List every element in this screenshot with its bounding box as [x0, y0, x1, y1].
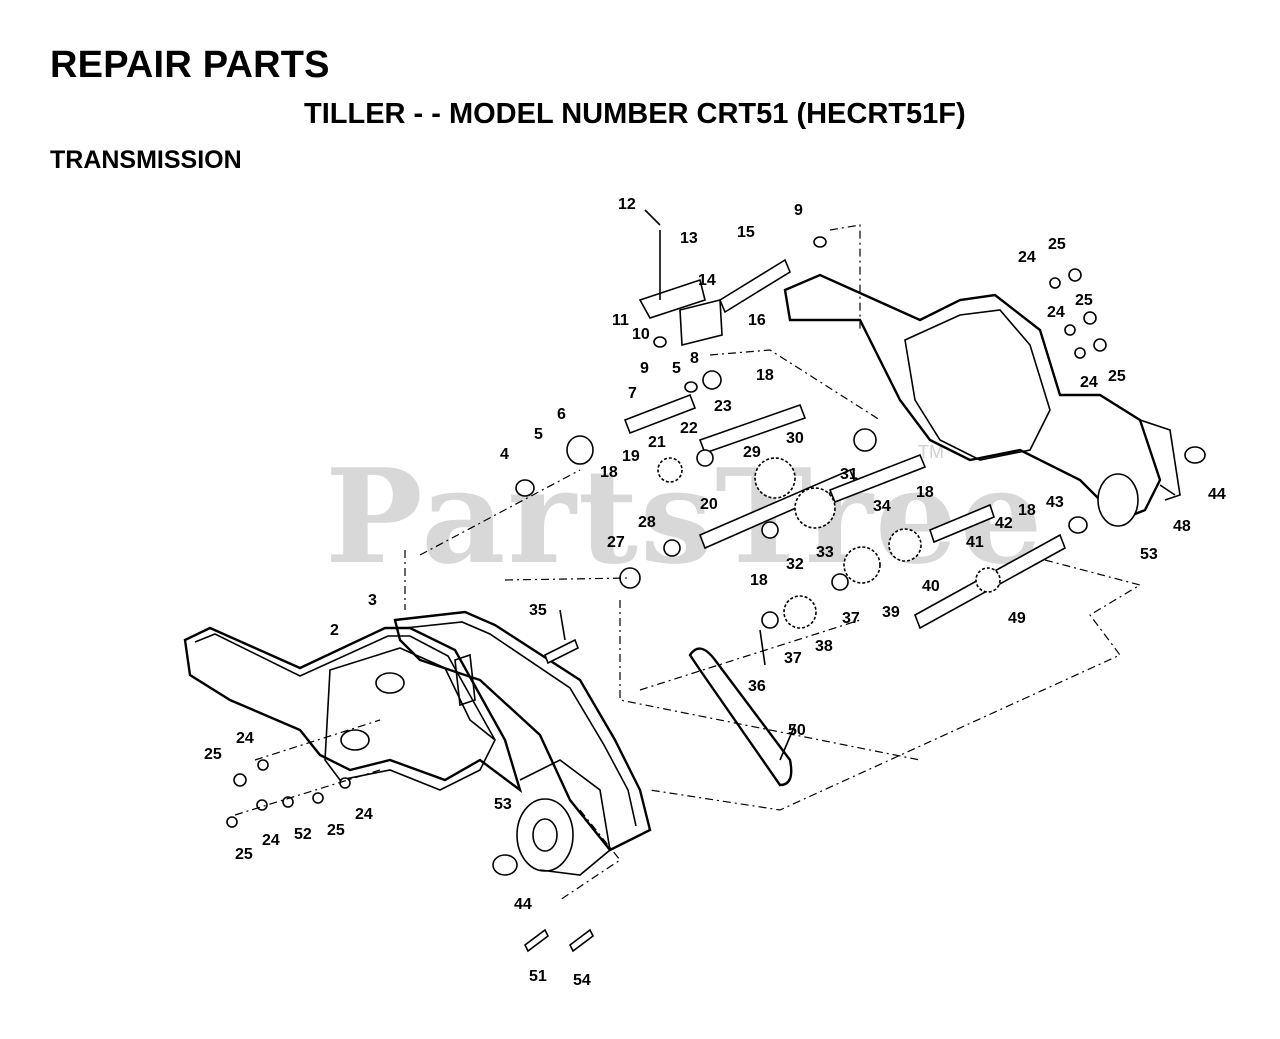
callout-18e: 18: [1018, 502, 1036, 519]
callout-44: 44: [1208, 486, 1226, 503]
callout-53: 53: [1140, 546, 1158, 563]
callout-50: 50: [788, 722, 806, 739]
callout-53b: 53: [494, 796, 512, 813]
callout-4: 4: [500, 446, 509, 463]
callout-52: 52: [294, 826, 312, 843]
callout-41: 41: [966, 534, 984, 551]
callout-36: 36: [748, 678, 766, 695]
callout-27: 27: [607, 534, 625, 551]
callout-11: 11: [612, 312, 629, 329]
watermark-trademark: TM: [918, 442, 944, 462]
callout-18: 18: [756, 367, 774, 384]
callout-10: 10: [632, 326, 650, 343]
callout-7: 7: [628, 385, 637, 402]
callout-32: 32: [786, 556, 804, 573]
callout-18d: 18: [750, 572, 768, 589]
callout-13: 13: [680, 230, 698, 247]
callout-18c: 18: [916, 484, 934, 501]
callout-16: 16: [748, 312, 766, 329]
right-housing: [783, 273, 1206, 527]
callout-24f: 24: [262, 832, 280, 849]
left-pulley: [492, 759, 611, 876]
fasteners: [226, 268, 1107, 953]
left-housing: [183, 626, 523, 794]
leader-lines: [559, 209, 1176, 761]
callout-9b: 9: [640, 360, 649, 377]
callout-3: 3: [368, 592, 377, 609]
model-subtitle: TILLER - - MODEL NUMBER CRT51 (HECRT51F): [304, 98, 966, 130]
callout-35: 35: [529, 602, 547, 619]
callouts: 12 13 15 9 14 11 10 16 9 8 5 7 18 23 6 5…: [204, 196, 1226, 989]
callout-38: 38: [815, 638, 833, 655]
callout-19: 19: [622, 448, 640, 465]
callout-21: 21: [648, 434, 666, 451]
callout-25d: 25: [204, 746, 222, 763]
callout-24: 24: [1018, 249, 1036, 266]
callout-5: 5: [672, 360, 681, 377]
callout-25c: 25: [1108, 368, 1126, 385]
callout-25b: 25: [1075, 292, 1093, 309]
callout-9: 9: [794, 202, 803, 219]
callout-15: 15: [737, 224, 755, 241]
sprockets: [657, 457, 1001, 629]
callout-51: 51: [529, 968, 547, 985]
gasket: [393, 610, 652, 852]
callout-37: 37: [842, 610, 860, 627]
callout-25f: 25: [235, 846, 253, 863]
callout-30: 30: [786, 430, 804, 447]
callout-44b: 44: [514, 896, 532, 913]
page-title: REPAIR PARTS: [50, 44, 330, 86]
callout-43: 43: [1046, 494, 1064, 511]
callout-5b: 5: [534, 426, 543, 443]
callout-25e: 25: [327, 822, 345, 839]
callout-31: 31: [840, 466, 858, 483]
callout-40: 40: [922, 578, 940, 595]
callout-24d: 24: [236, 730, 254, 747]
callout-12: 12: [618, 196, 636, 213]
callout-54: 54: [573, 972, 591, 989]
callout-34: 34: [873, 498, 891, 515]
shift-assembly: [638, 230, 827, 393]
callout-33: 33: [816, 544, 834, 561]
callout-24b: 24: [1047, 304, 1065, 321]
callout-42: 42: [995, 515, 1013, 532]
callout-25: 25: [1048, 236, 1066, 253]
callout-37b: 37: [784, 650, 802, 667]
callout-20: 20: [700, 496, 718, 513]
callout-24c: 24: [1080, 374, 1098, 391]
callout-23: 23: [714, 398, 732, 415]
callout-18b: 18: [600, 464, 618, 481]
callout-22: 22: [680, 420, 698, 437]
drive-belt: [688, 647, 793, 787]
callout-8: 8: [690, 350, 699, 367]
callout-14: 14: [698, 272, 716, 289]
callout-48: 48: [1173, 518, 1191, 535]
callout-24e: 24: [355, 806, 373, 823]
callout-29: 29: [743, 444, 761, 461]
assembly-lines: [234, 224, 1142, 901]
callout-39: 39: [882, 604, 900, 621]
section-title: TRANSMISSION: [50, 146, 242, 174]
callout-28: 28: [638, 514, 656, 531]
callout-49: 49: [1008, 610, 1026, 627]
callout-2: 2: [330, 622, 339, 639]
callout-6: 6: [557, 406, 566, 423]
